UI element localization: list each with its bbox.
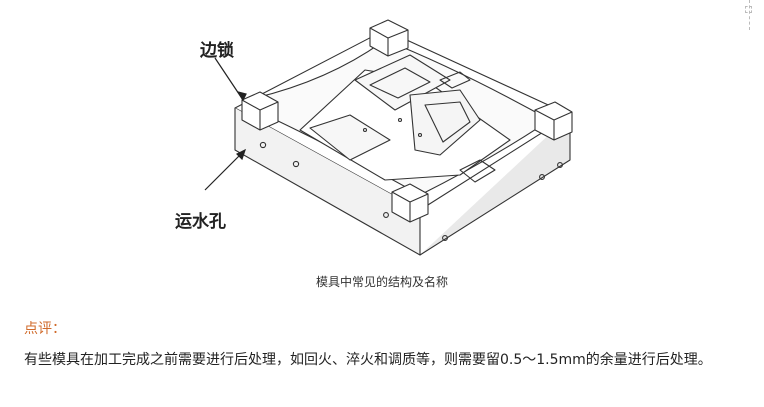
callout-edge-lock: 边锁 bbox=[200, 41, 234, 61]
figure-caption: 模具中常见的结构及名称 bbox=[315, 275, 448, 289]
callout-water-hole: 运水孔 bbox=[175, 212, 226, 232]
comment-label: 点评： bbox=[24, 321, 66, 337]
page-edge-mark bbox=[748, 0, 750, 30]
comment-text: 有些模具在加工完成之前需要进行后处理，如回火、淬火和调质等，则需要留0.5～1.… bbox=[24, 352, 712, 368]
mold-line-drawing bbox=[204, 19, 573, 256]
corner-mark bbox=[745, 6, 752, 13]
mold-diagram bbox=[160, 10, 600, 265]
